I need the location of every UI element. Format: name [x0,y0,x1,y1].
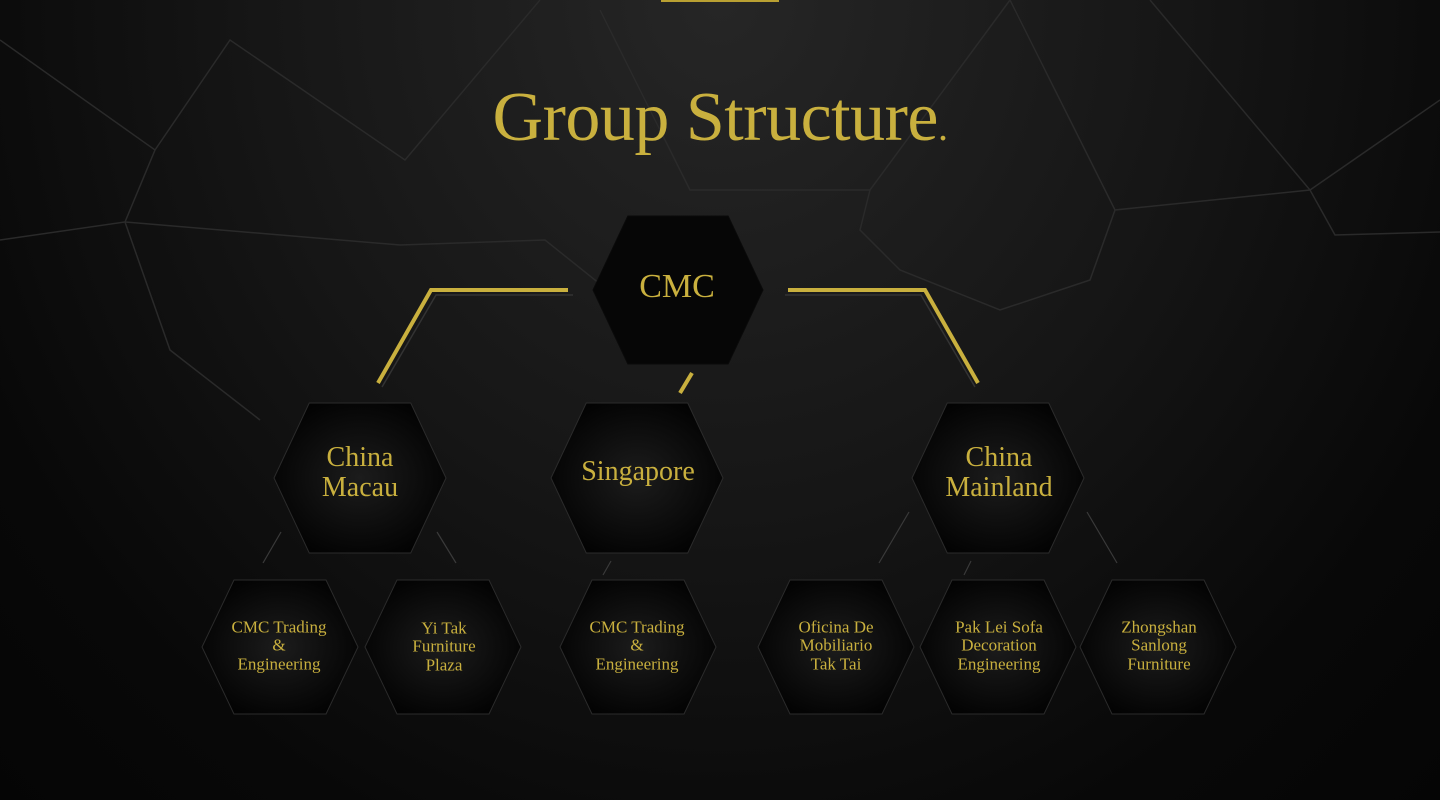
connector-region-company [878,511,910,564]
hexagon-company [559,579,717,715]
node-china-mainland[interactable]: China Mainland [945,442,1053,503]
connector-region-company [262,531,282,564]
connector-region-company [1086,511,1118,564]
node-company[interactable]: CMC Trading & Engineering [589,617,685,674]
node-company[interactable]: Oficina De Mobiliario Tak Tai [798,617,874,674]
hexagon-company [201,579,359,715]
hexagon-company [1079,579,1237,715]
connector-cmc-singapore [678,371,694,395]
node-singapore[interactable]: Singapore [581,456,695,488]
connector-region-company [602,560,612,576]
node-company[interactable]: CMC Trading & Engineering [231,617,327,674]
hexagon-company [919,579,1077,715]
connector-shadow [785,294,976,388]
node-company[interactable]: Yi Tak Furniture Plaza [412,618,476,675]
connector-region-company [963,560,972,576]
node-company[interactable]: Zhongshan Sanlong Furniture [1121,617,1197,674]
connector-cmc-china-mainland [788,288,980,384]
hexagon-region [911,402,1085,554]
hexagon-region [550,402,724,554]
title-text: Group Structure [492,79,939,156]
hexagon-company [364,579,522,715]
connector-shadow [381,294,573,388]
page-title: Group Structure. [0,78,1440,158]
node-cmc[interactable]: CMC [639,268,715,306]
node-china-macau[interactable]: China Macau [321,442,399,503]
title-dot: . [937,104,948,149]
connector-cmc-china-macau [376,288,568,384]
hexagon-region [273,402,447,554]
connector-region-company [436,531,457,564]
node-company[interactable]: Pak Lei Sofa Decoration Engineering [955,617,1043,674]
hexagon-root [592,215,764,365]
top-accent-bar [661,0,779,2]
hexagon-company [757,579,915,715]
